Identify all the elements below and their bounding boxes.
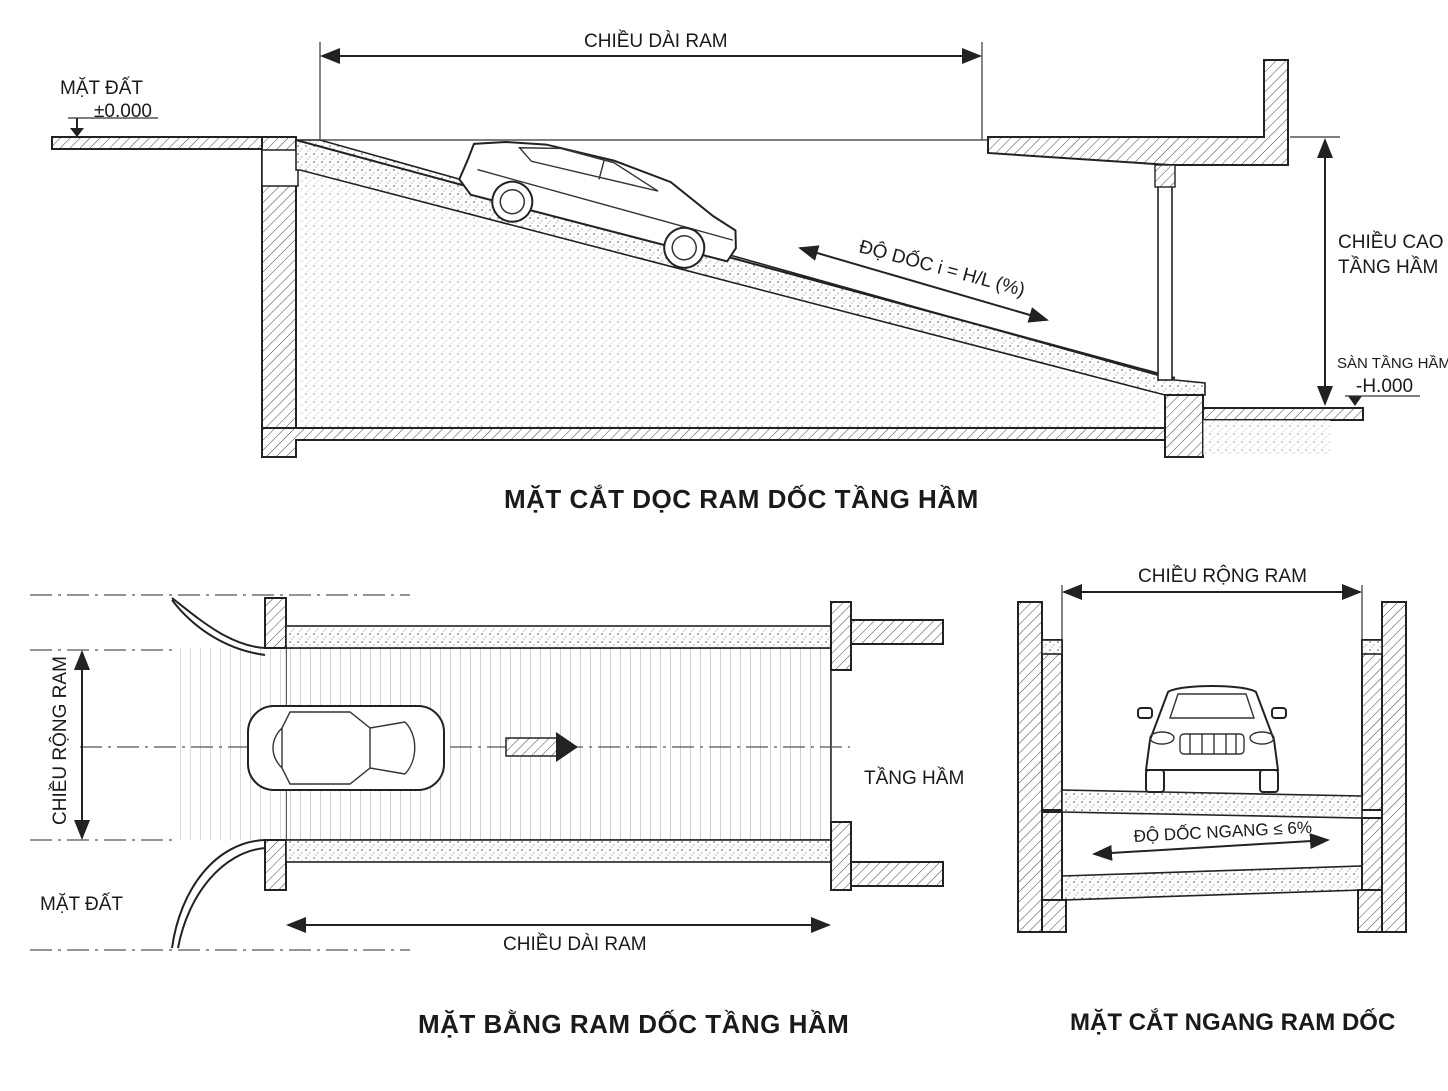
plan-length-label: CHIỀU DÀI RAM <box>503 933 647 955</box>
basement-level-arrow-icon <box>1348 396 1362 406</box>
entry-curve-top-inner <box>171 599 266 656</box>
entry-beam <box>261 149 299 187</box>
car-side-view-icon <box>458 140 737 269</box>
plan-basement-wall-top <box>850 619 944 645</box>
cross-section: CHIỀU RỘNG RAM ĐỘ DỐC NGANG ≤ 6% MẶT CẮT… <box>1017 565 1407 1036</box>
basement-floor-label: SÀN TẦNG HẦM <box>1337 355 1448 372</box>
basement-height-label-line2: TẦNG HẦM <box>1338 256 1438 278</box>
car-top-view-icon <box>247 705 445 791</box>
cross-section-title: MẶT CẮT NGANG RAM DỐC <box>1070 1008 1395 1036</box>
ground-level-value: ±0.000 <box>94 101 152 122</box>
plan-curb-top <box>285 625 832 649</box>
basement-floor-slab <box>1202 407 1364 421</box>
plan-curb-bottom <box>285 839 832 863</box>
entry-curve-bottom-inner <box>177 847 266 949</box>
column-capital <box>1154 164 1176 188</box>
column <box>1157 164 1173 381</box>
longitudinal-section: CHIỀU DÀI RAM MẶT ĐẤT ±0.000 ĐỘ DỐC i = … <box>51 30 1448 514</box>
plan-wall-top-right <box>830 601 852 671</box>
cross-foot-left <box>1041 899 1067 933</box>
cross-slope-arrow <box>1092 833 1330 861</box>
plan-title: MẶT BẰNG RAM DỐC TẦNG HẦM <box>418 1009 849 1039</box>
plan-view: CHIỀU RỘNG RAM TẦNG HẦM MẶT ĐẤT CHIỀU DÀ… <box>30 594 964 1039</box>
cross-lower-wall-right <box>1361 817 1383 891</box>
plan-wall-top-left <box>264 597 287 649</box>
cross-wall-left <box>1017 601 1043 933</box>
entry-curve-top <box>171 597 266 649</box>
cross-foot-right <box>1357 889 1383 933</box>
plan-wall-bottom-left <box>264 839 287 891</box>
cross-curb-left <box>1041 639 1063 811</box>
ground-level-arrow-icon <box>70 128 84 137</box>
plan-basement-wall-bottom <box>850 861 944 887</box>
entry-approach <box>172 648 286 840</box>
ground-slab <box>51 136 265 150</box>
plan-wall-bottom-right <box>830 821 852 891</box>
slope-label: ĐỘ DỐC i = H/L (%) <box>857 236 1028 301</box>
basement-wall <box>1164 394 1204 458</box>
ceiling-slab <box>987 59 1289 166</box>
cross-width-label: CHIỀU RỘNG RAM <box>1138 565 1307 587</box>
ramp-surface-line <box>295 139 1176 379</box>
entry-curve-bottom <box>171 839 266 949</box>
cross-road-slab <box>1061 789 1363 819</box>
cross-curb-right-cap <box>1361 639 1383 655</box>
slope-arrow <box>798 245 1049 323</box>
cross-curb-left-cap <box>1041 639 1063 655</box>
plan-width-label: CHIỀU RỘNG RAM <box>49 656 71 825</box>
basement-soil <box>1203 420 1330 455</box>
basement-level-value: -H.000 <box>1356 376 1413 397</box>
ground-label: MẶT ĐẤT <box>60 77 143 99</box>
ramp-length-label: CHIỀU DÀI RAM <box>584 30 728 52</box>
cross-wall-right <box>1381 601 1407 933</box>
ramp-entry-wall <box>261 136 297 458</box>
section-long-title: MẶT CẮT DỌC RAM DỐC TẦNG HẦM <box>504 484 979 514</box>
plan-basement-label: TẦNG HẦM <box>864 767 964 789</box>
direction-arrow-shaft <box>505 737 559 757</box>
direction-arrow-icon <box>556 732 578 762</box>
basement-height-label-line1: CHIỀU CAO <box>1338 231 1444 253</box>
plan-ground-label: MẶT ĐẤT <box>40 893 123 915</box>
car-front-view-icon <box>1137 685 1287 793</box>
cross-lower-wall-left <box>1041 811 1063 901</box>
cross-curb-right <box>1361 639 1383 811</box>
ramp-soil-fill <box>300 172 1160 428</box>
cross-lower-slab <box>1061 865 1363 901</box>
bottom-slab <box>261 427 1169 458</box>
